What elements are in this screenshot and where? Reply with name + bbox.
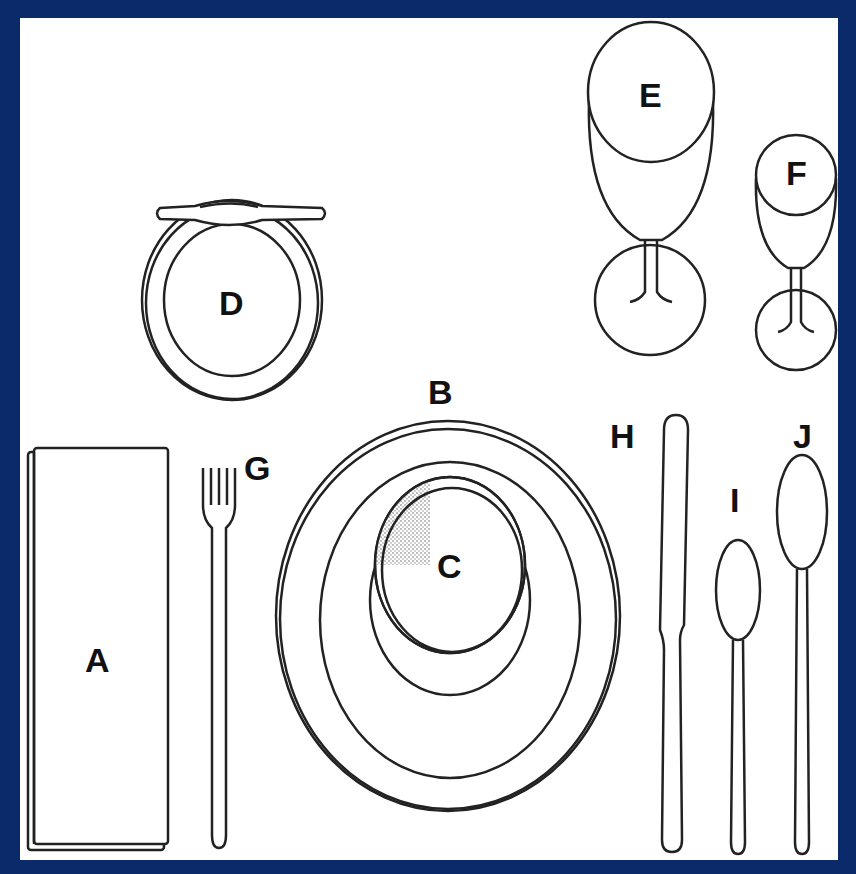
soup-spoon — [777, 455, 827, 854]
water-glass — [588, 22, 714, 355]
bread-plate — [142, 200, 325, 400]
dinner-knife — [660, 415, 688, 852]
dinner-plate — [276, 421, 620, 811]
fork — [203, 468, 235, 848]
part-letter: H — [610, 419, 635, 453]
soup-bowl — [370, 475, 530, 695]
part-letter: C — [437, 549, 462, 583]
part-letter: G — [244, 451, 270, 485]
wine-glass — [756, 135, 836, 370]
part-letter: D — [219, 286, 244, 320]
napkin — [28, 448, 168, 850]
teaspoon — [716, 540, 760, 854]
part-letter: F — [786, 156, 807, 190]
part-letter: A — [85, 643, 110, 677]
part-letter: J — [793, 419, 812, 453]
part-letter: B — [428, 375, 453, 409]
part-letter: I — [730, 483, 739, 517]
part-letter: E — [639, 78, 662, 112]
